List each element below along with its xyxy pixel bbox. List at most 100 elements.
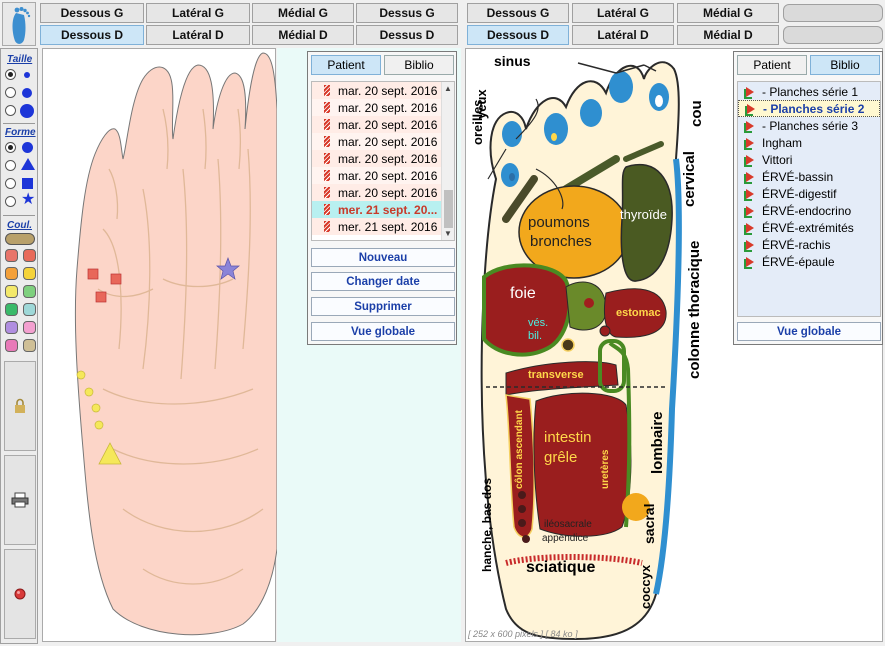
changer-date-button[interactable]: Changer date bbox=[311, 272, 455, 291]
chart-label-coccyx: coccyx bbox=[638, 564, 653, 609]
color-swatch[interactable] bbox=[23, 303, 36, 316]
tab-dessous-g-right[interactable]: Dessous G bbox=[467, 3, 569, 23]
biblio-item-text: ÉRVÉ-rachis bbox=[762, 237, 831, 252]
session-date-text: mar. 20 sept. 2016 bbox=[338, 185, 438, 200]
biblio-flag-icon bbox=[746, 120, 754, 131]
biblio-item[interactable]: Vittori bbox=[738, 151, 880, 168]
tab-biblio-right[interactable]: Biblio bbox=[810, 55, 880, 75]
session-date-item[interactable]: mar. 20 sept. 2016 bbox=[312, 184, 442, 201]
color-swatch[interactable] bbox=[5, 267, 18, 280]
color-swatch[interactable] bbox=[23, 285, 36, 298]
color-swatch[interactable] bbox=[23, 267, 36, 280]
chart-label-thyroide: thyroïde bbox=[620, 207, 667, 222]
shape-circle-radio[interactable] bbox=[5, 142, 16, 153]
nouveau-button[interactable]: Nouveau bbox=[311, 248, 455, 267]
session-date-item[interactable]: mer. 21 sept. 20... bbox=[312, 201, 442, 218]
biblio-item[interactable]: ÉRVÉ-épaule bbox=[738, 253, 880, 270]
tab-lateral-g-right[interactable]: Latéral G bbox=[572, 3, 674, 23]
vue-globale-button-right[interactable]: Vue globale bbox=[737, 322, 881, 341]
tab-medial-d-left[interactable]: Médial D bbox=[252, 25, 354, 45]
tab-blank-right-1[interactable] bbox=[783, 4, 883, 22]
session-flag-icon bbox=[324, 221, 330, 232]
color-swatch[interactable] bbox=[5, 321, 18, 334]
record-button[interactable] bbox=[4, 549, 36, 639]
color-swatch[interactable] bbox=[5, 339, 18, 352]
size-medium-dot bbox=[22, 88, 32, 98]
tab-lateral-d-right[interactable]: Latéral D bbox=[572, 25, 674, 45]
biblio-item-text: ÉRVÉ-endocrino bbox=[762, 203, 852, 218]
biblio-item[interactable]: - Planches série 1 bbox=[738, 83, 880, 100]
tab-dessus-d-left[interactable]: Dessus D bbox=[356, 25, 458, 45]
color-swatch[interactable] bbox=[23, 321, 36, 334]
tab-dessus-g-left[interactable]: Dessus G bbox=[356, 3, 458, 23]
session-date-text: mer. 21 sept. 20... bbox=[338, 202, 438, 217]
square-shape-icon bbox=[22, 178, 33, 189]
tab-dessous-d-right[interactable]: Dessous D bbox=[467, 25, 569, 45]
session-date-text: mar. 20 sept. 2016 bbox=[338, 117, 438, 132]
shape-star-radio[interactable] bbox=[5, 196, 16, 207]
tab-lateral-d-left[interactable]: Latéral D bbox=[146, 25, 250, 45]
session-date-item[interactable]: mar. 20 sept. 2016 bbox=[312, 116, 442, 133]
tab-patient-left[interactable]: Patient bbox=[311, 55, 381, 75]
couleur-label: Coul. bbox=[7, 220, 32, 231]
biblio-item[interactable]: ÉRVÉ-digestif bbox=[738, 185, 880, 202]
biblio-flag-icon bbox=[746, 188, 754, 199]
biblio-item[interactable]: - Planches série 2 bbox=[738, 100, 880, 117]
color-swatch[interactable] bbox=[23, 249, 36, 262]
biblio-item-text: Vittori bbox=[762, 152, 793, 167]
foot-logo-icon[interactable] bbox=[2, 2, 36, 46]
chart-label-oreilles: oreilles bbox=[470, 99, 485, 145]
color-swatch[interactable] bbox=[5, 285, 18, 298]
size-large-dot bbox=[20, 104, 34, 118]
biblio-item[interactable]: ÉRVÉ-endocrino bbox=[738, 202, 880, 219]
tab-dessous-g-left[interactable]: Dessous G bbox=[40, 3, 144, 23]
session-date-item[interactable]: mar. 20 sept. 2016 bbox=[312, 82, 442, 99]
tab-biblio-left[interactable]: Biblio bbox=[384, 55, 454, 75]
color-swatch[interactable] bbox=[23, 339, 36, 352]
session-date-item[interactable]: mar. 20 sept. 2016 bbox=[312, 150, 442, 167]
biblio-item[interactable]: Ingham bbox=[738, 134, 880, 151]
tab-medial-g-right[interactable]: Médial G bbox=[677, 3, 779, 23]
session-flag-icon bbox=[324, 153, 330, 164]
chart-label-poumons: poumons bbox=[528, 214, 590, 231]
biblio-item[interactable]: ÉRVÉ-bassin bbox=[738, 168, 880, 185]
shape-triangle-radio[interactable] bbox=[5, 160, 16, 171]
biblio-item-text: Ingham bbox=[762, 135, 803, 150]
session-date-text: mar. 20 sept. 2016 bbox=[338, 83, 438, 98]
drawing-canvas[interactable] bbox=[42, 48, 278, 642]
print-button[interactable] bbox=[4, 455, 36, 545]
session-date-item[interactable]: mer. 21 sept. 2016 bbox=[312, 218, 442, 235]
color-swatch[interactable] bbox=[5, 249, 18, 262]
tab-medial-d-right[interactable]: Médial D bbox=[677, 25, 779, 45]
date-list-scrollbar[interactable]: ▲ ▼ bbox=[441, 82, 454, 240]
tab-blank-right-2[interactable] bbox=[783, 26, 883, 44]
size-large-radio[interactable] bbox=[5, 105, 16, 116]
current-color-swatch[interactable] bbox=[5, 233, 35, 245]
chart-label-estomac: estomac bbox=[616, 307, 661, 319]
shape-square-radio[interactable] bbox=[5, 178, 16, 189]
session-date-text: mar. 20 sept. 2016 bbox=[338, 168, 438, 183]
supprimer-button[interactable]: Supprimer bbox=[311, 297, 455, 316]
session-date-item[interactable]: mar. 20 sept. 2016 bbox=[312, 133, 442, 150]
color-swatch[interactable] bbox=[5, 303, 18, 316]
biblio-list[interactable]: - Planches série 1- Planches série 2- Pl… bbox=[737, 81, 881, 317]
chart-label-intestin: intestin bbox=[544, 429, 592, 446]
session-date-item[interactable]: mar. 20 sept. 2016 bbox=[312, 99, 442, 116]
tab-patient-right[interactable]: Patient bbox=[737, 55, 807, 75]
session-flag-icon bbox=[324, 170, 330, 181]
biblio-item[interactable]: ÉRVÉ-extrémités bbox=[738, 219, 880, 236]
tab-medial-g-left[interactable]: Médial G bbox=[252, 3, 354, 23]
tab-lateral-g-left[interactable]: Latéral G bbox=[146, 3, 250, 23]
biblio-flag-icon bbox=[746, 86, 754, 97]
size-medium-radio[interactable] bbox=[5, 87, 16, 98]
tab-dessous-d-left[interactable]: Dessous D bbox=[40, 25, 144, 45]
biblio-item[interactable]: ÉRVÉ-rachis bbox=[738, 236, 880, 253]
size-small-radio[interactable] bbox=[5, 69, 16, 80]
biblio-item[interactable]: - Planches série 3 bbox=[738, 117, 880, 134]
chart-label-appendice: appendice bbox=[542, 533, 589, 544]
lock-button[interactable] bbox=[4, 361, 36, 451]
session-date-item[interactable]: mar. 20 sept. 2016 bbox=[312, 167, 442, 184]
vue-globale-button-left[interactable]: Vue globale bbox=[311, 322, 455, 341]
